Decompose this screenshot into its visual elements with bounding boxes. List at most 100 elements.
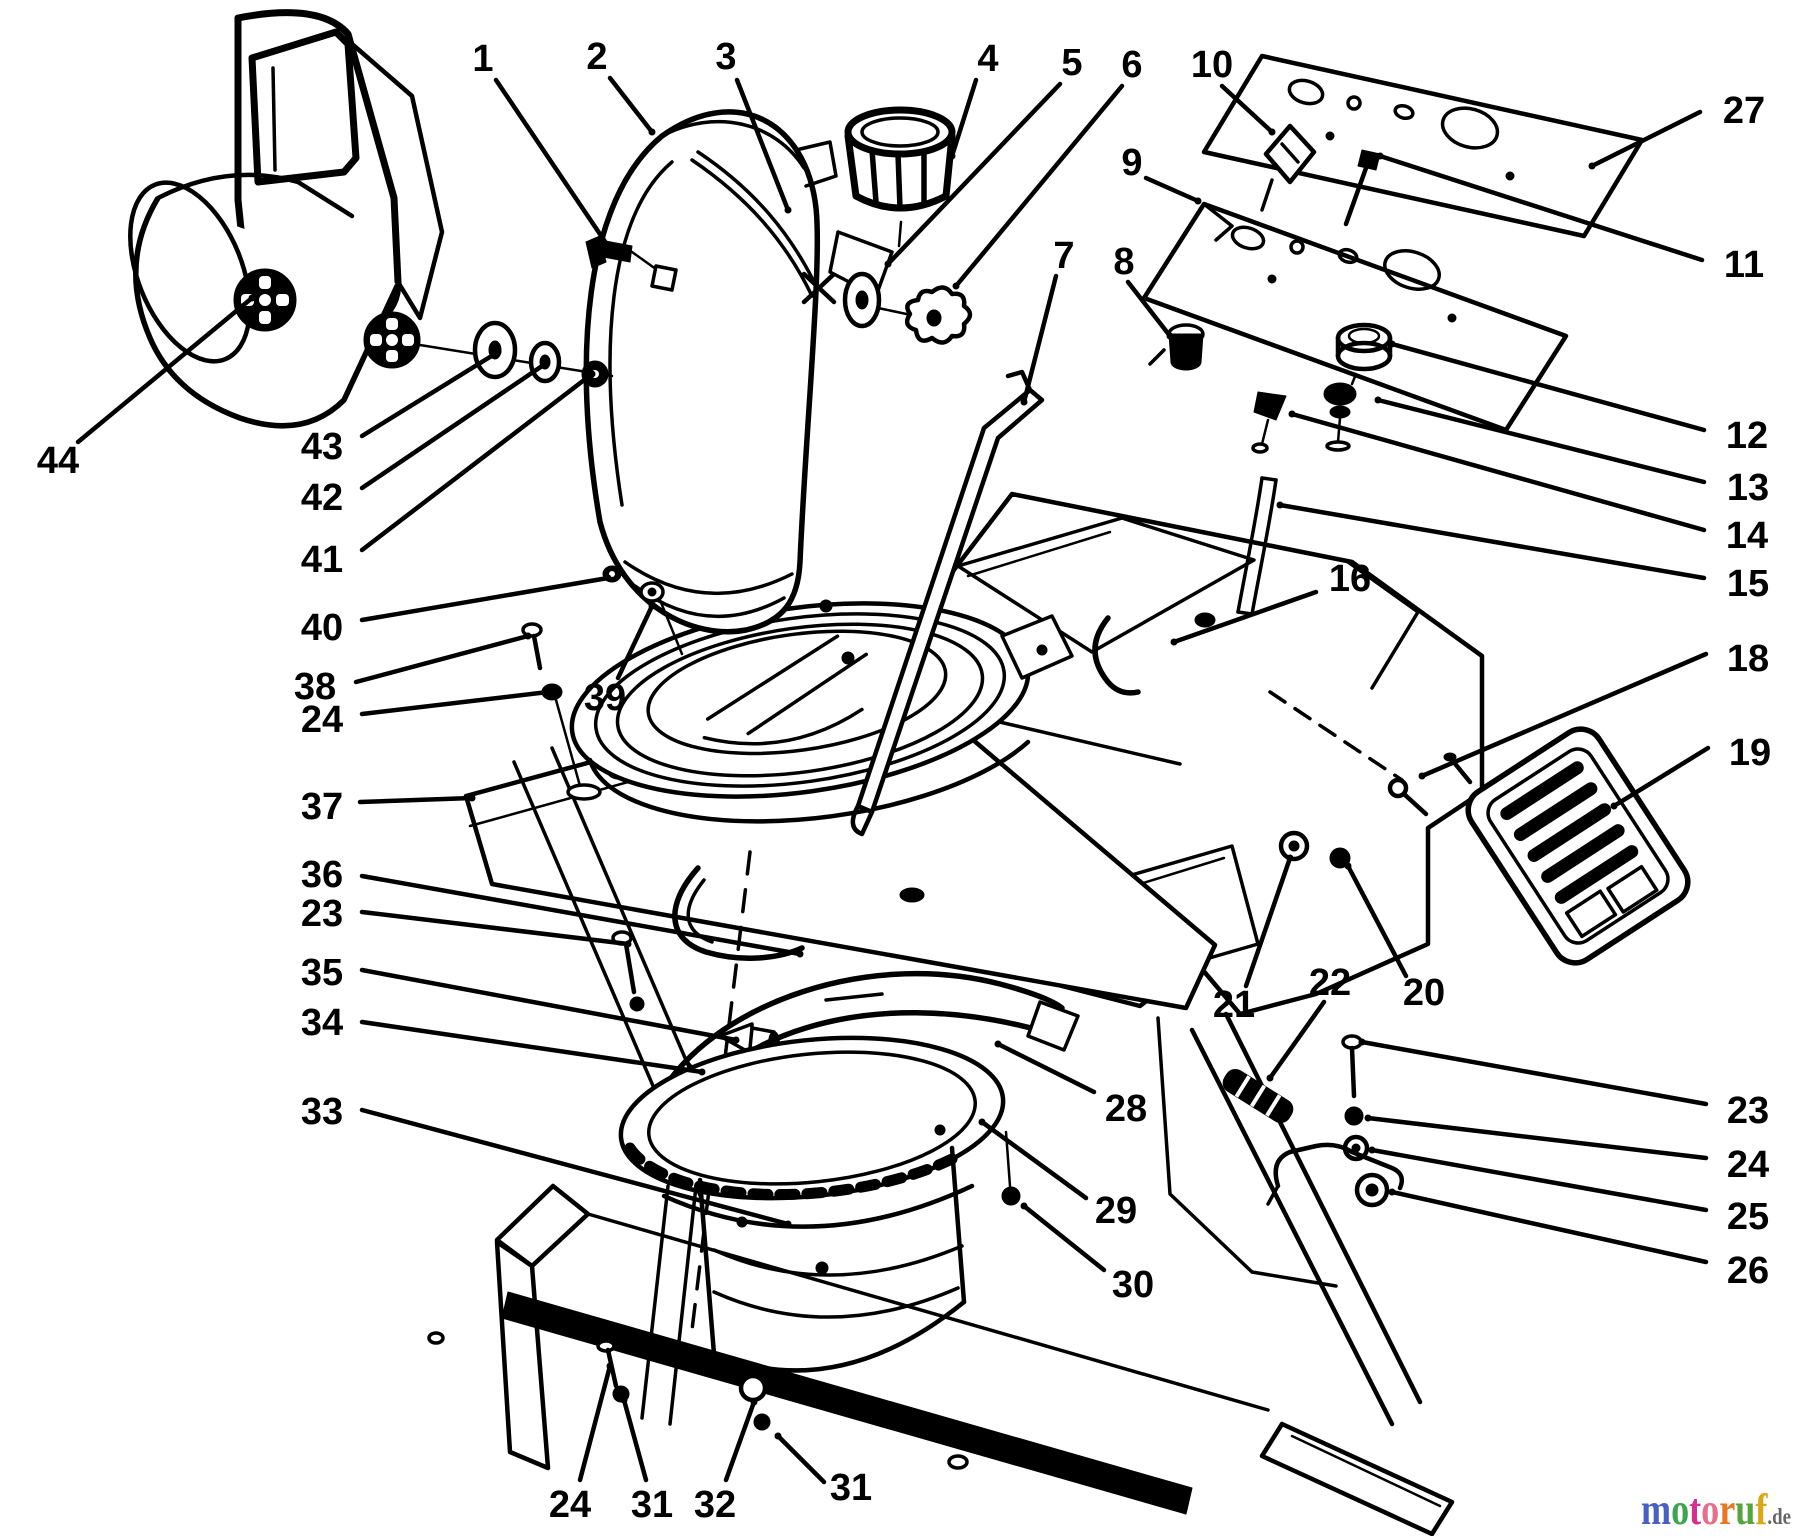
callout-33-32: 33 — [301, 1091, 343, 1133]
leader-line-32-31 — [723, 1399, 757, 1483]
callout-21-19: 21 — [1213, 984, 1255, 1026]
washer-21-nut-20 — [1278, 830, 1351, 869]
callout-3-2: 3 — [715, 36, 736, 78]
leader-line-18-16 — [1419, 651, 1709, 779]
leader-line-44-45 — [75, 295, 255, 445]
leader-line-39-40 — [615, 603, 655, 681]
leader-line-6-5 — [953, 83, 1125, 289]
leader-end-14-13 — [1288, 410, 1296, 418]
ring-lower-rim — [587, 739, 1031, 824]
callout-36-35: 36 — [301, 854, 343, 896]
callout-9-8: 9 — [1121, 142, 1142, 184]
leader-line-20-18 — [1345, 863, 1409, 979]
leader-end-6-5 — [952, 282, 960, 290]
leader-end-1-0 — [604, 242, 612, 250]
leader-line-10-9 — [1219, 83, 1275, 135]
logo-letter-t: t — [1689, 1485, 1701, 1534]
leader-line-40-41 — [359, 575, 611, 623]
leader-end-24-22 — [1364, 1114, 1372, 1122]
leader-end-31-29 — [620, 1396, 628, 1404]
callout-1-0: 1 — [472, 38, 493, 80]
callout-14-13: 14 — [1726, 515, 1768, 557]
latch-assembly-23-26 — [1266, 1034, 1404, 1208]
leader-line-26-24 — [1389, 1189, 1709, 1265]
cable-bushing — [1148, 323, 1205, 371]
leader-end-24-39 — [544, 688, 552, 696]
leader-line-1-0 — [493, 77, 611, 249]
leader-line-15-14 — [1277, 502, 1707, 581]
leader-line-4-3 — [949, 77, 979, 159]
leader-line-36-35 — [359, 873, 803, 957]
cap-nut-12 — [1335, 322, 1393, 386]
logo-letter-u: u — [1735, 1485, 1755, 1534]
logo-letter-r: r — [1719, 1485, 1735, 1534]
callout-38-38: 38 — [294, 666, 336, 708]
leader-end-5-4 — [884, 260, 892, 268]
leader-line-5-4 — [885, 81, 1063, 267]
acorn-nut-13 — [1323, 382, 1357, 452]
logo-suffix: .de — [1767, 1504, 1791, 1529]
callout-29-27: 29 — [1095, 1190, 1137, 1232]
hub-wheel-right — [363, 311, 421, 369]
leader-line-7-6 — [1021, 273, 1059, 405]
motoruf-logo: motoruf.de — [1641, 1485, 1791, 1534]
latch-bracket-corner — [1156, 1016, 1338, 1288]
leader-line-24-22 — [1365, 1115, 1709, 1161]
bolt-38-washer-24 — [521, 622, 602, 801]
callout-13-12: 13 — [1727, 467, 1769, 509]
callout-4-3: 4 — [977, 38, 998, 80]
leader-line-29-27 — [979, 1119, 1089, 1201]
axle-washers-41-42-43 — [418, 320, 614, 388]
callout-31-30: 31 — [830, 1467, 872, 1509]
callout-16-15: 16 — [1329, 558, 1371, 600]
leader-end-22-20 — [1266, 1074, 1274, 1082]
callout-10-9: 10 — [1191, 44, 1233, 86]
leader-line-23-36 — [359, 909, 631, 947]
callout-26-24: 26 — [1727, 1250, 1769, 1292]
leader-end-29-27 — [978, 1118, 986, 1126]
leader-end-7-6 — [1020, 398, 1028, 406]
leader-line-23-21 — [1359, 1039, 1709, 1107]
callout-6-5: 6 — [1121, 44, 1142, 86]
callout-37-37: 37 — [301, 786, 343, 828]
leader-line-14-13 — [1289, 411, 1707, 533]
callout-34-33: 34 — [301, 1002, 343, 1044]
leader-end-20-18 — [1344, 862, 1352, 870]
leader-line-37-37 — [357, 795, 475, 805]
leader-line-34-33 — [359, 1019, 705, 1075]
callout-22-20: 22 — [1309, 962, 1351, 1004]
leader-end-23-21 — [1358, 1038, 1366, 1046]
leader-end-42-43 — [541, 360, 549, 368]
leader-end-2-1 — [648, 128, 656, 136]
leader-line-27-25 — [1589, 109, 1703, 169]
leader-end-30-28 — [1020, 1202, 1028, 1210]
washer-32-nut-31 — [738, 1373, 771, 1431]
leader-end-26-24 — [1388, 1188, 1396, 1196]
callout-11-10: 11 — [1724, 244, 1764, 286]
callout-27-25: 27 — [1723, 90, 1765, 132]
leader-end-31-30 — [774, 1432, 782, 1440]
leader-line-11-10 — [1377, 153, 1705, 263]
callout-43-44: 43 — [301, 426, 343, 468]
callout-24-22: 24 — [1727, 1144, 1769, 1186]
callout-8-7: 8 — [1113, 241, 1134, 283]
leader-end-3-2 — [784, 206, 792, 214]
callout-24-46: 24 — [549, 1484, 591, 1526]
leader-end-13-12 — [1374, 396, 1382, 404]
nut-30 — [1001, 1186, 1021, 1206]
callout-19-17: 19 — [1729, 732, 1771, 774]
leader-end-10-9 — [1268, 128, 1276, 136]
ignition-key — [1260, 123, 1317, 212]
leader-line-38-38 — [353, 633, 531, 685]
leader-end-21-19 — [1286, 854, 1294, 862]
callout-5-4: 5 — [1061, 42, 1082, 84]
leader-end-4-3 — [948, 152, 956, 160]
star-knob-6 — [904, 285, 973, 345]
leader-end-44-45 — [248, 294, 256, 302]
leader-end-24-46 — [606, 1362, 614, 1370]
callout-28-26: 28 — [1105, 1088, 1147, 1130]
leader-line-35-34 — [359, 967, 739, 1043]
vent-grille-19 — [1465, 726, 1691, 966]
leader-line-21-19 — [1243, 855, 1293, 989]
